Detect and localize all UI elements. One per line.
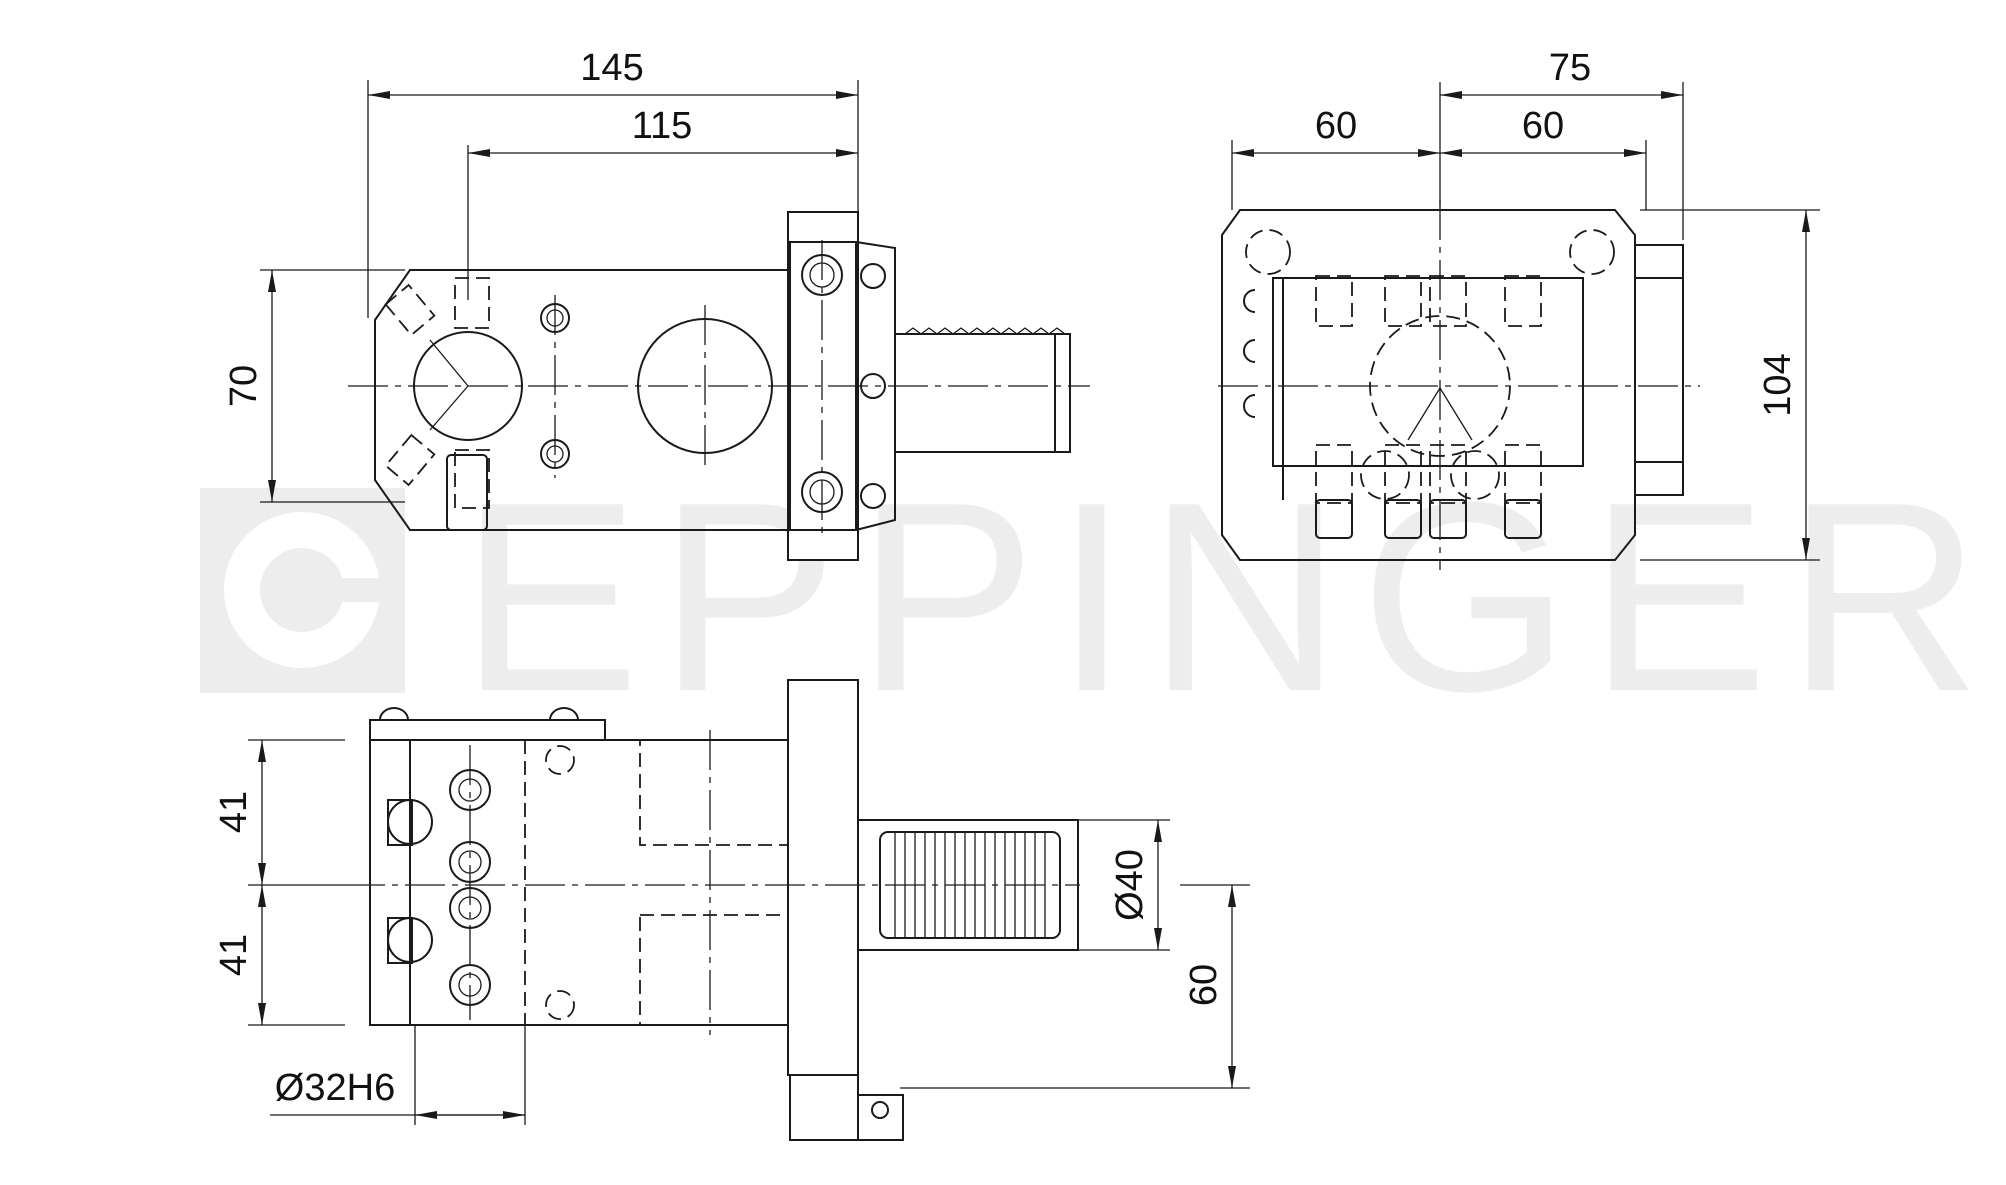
front-view: 41 41 Ø40 60 Ø32H6 — [213, 679, 1250, 1141]
dim-104-label: 104 — [1757, 353, 1799, 416]
front-screw-icons — [387, 769, 491, 1006]
dim-d40-label: Ø40 — [1109, 849, 1151, 921]
dim-d32h6-label: Ø32H6 — [275, 1067, 395, 1109]
dim-145-label: 145 — [580, 47, 643, 89]
top-shank — [894, 333, 1071, 453]
dim-75-label: 75 — [1549, 47, 1591, 89]
top-clamp-screws — [384, 277, 490, 509]
front-flange — [787, 679, 859, 1076]
side-shank — [1634, 244, 1684, 496]
dim-70-label: 70 — [223, 365, 265, 407]
top-view: 145 115 70 — [223, 47, 1090, 561]
side-clamp-screws — [1315, 275, 1542, 504]
side-inner-frame — [1272, 277, 1584, 467]
dim-60-vertical-label: 60 — [1183, 964, 1225, 1006]
watermark-text: EPPINGER — [460, 447, 1999, 748]
eppinger-watermark: EPPINGER — [200, 447, 1999, 748]
dim-41-lower-label: 41 — [213, 934, 255, 976]
side-body-outline — [1221, 209, 1636, 561]
dim-115-label: 115 — [632, 105, 693, 147]
eppinger-logo-icon — [200, 488, 405, 693]
dim-41-upper-label: 41 — [213, 791, 255, 833]
side-view: 75 60 60 104 — [1218, 47, 1820, 570]
front-body-outline — [369, 739, 791, 1026]
dim-60-right-label: 60 — [1522, 105, 1564, 147]
dim-60-left-label: 60 — [1315, 105, 1357, 147]
